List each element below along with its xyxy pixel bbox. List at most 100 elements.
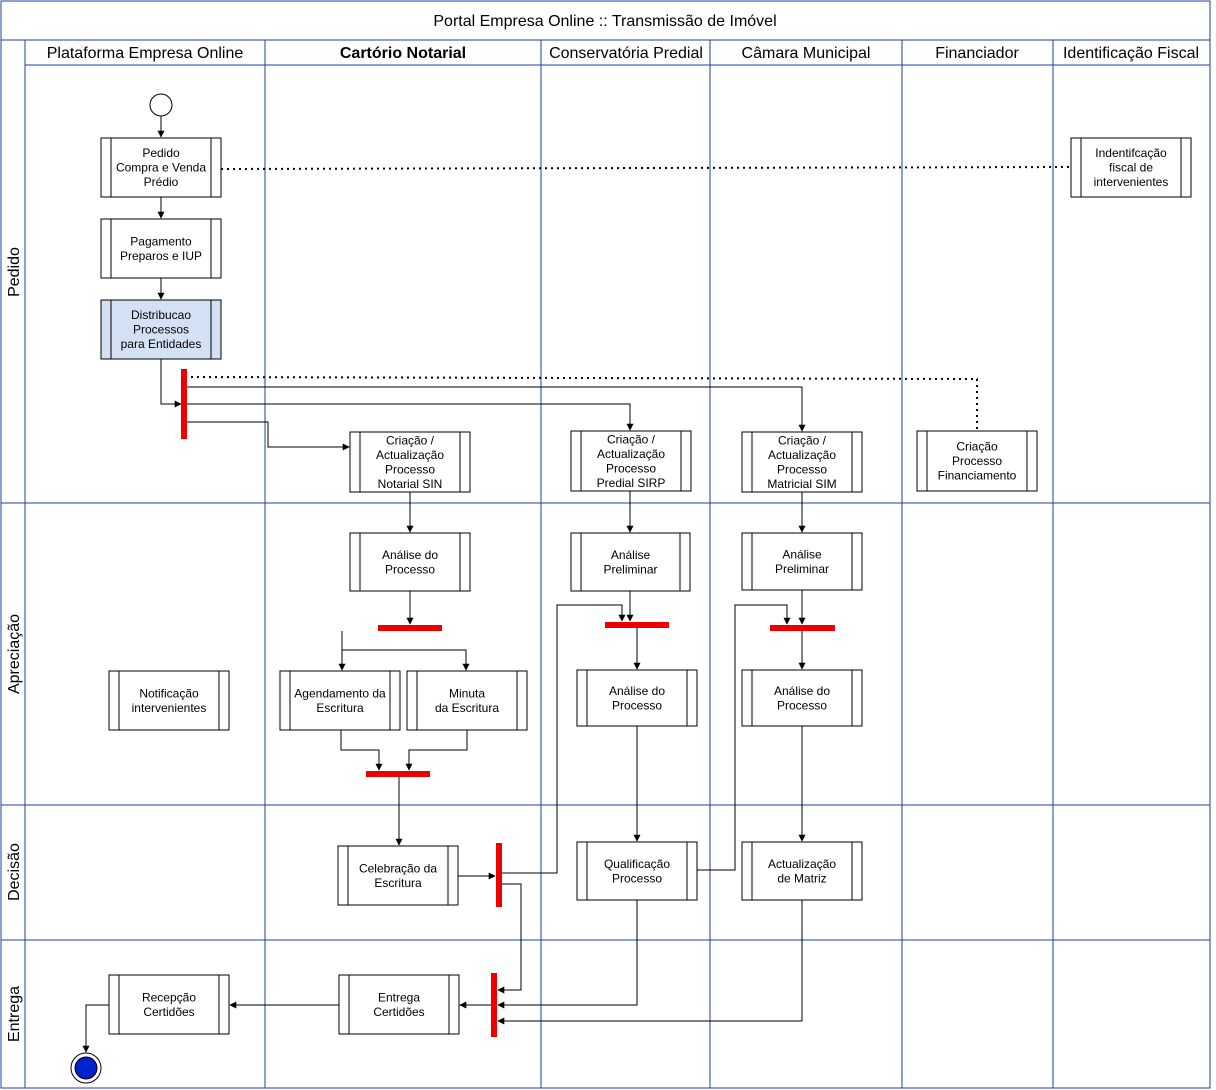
connector	[497, 900, 638, 1009]
activity-label-line: Processo	[777, 698, 827, 712]
activity-label-line: Qualificação	[604, 857, 670, 871]
connector	[497, 900, 803, 1025]
activity-label-line: Processos	[133, 323, 189, 337]
activity-label-line: Processo	[612, 698, 662, 712]
activity-label-line: Agendamento da	[294, 686, 386, 700]
diagram-title: Portal Empresa Online :: Transmissão de …	[433, 13, 776, 30]
activity-label-line: Escritura	[374, 876, 422, 890]
activity-label-line: fiscal de	[1109, 161, 1153, 175]
connector	[82, 1004, 109, 1053]
activity-label-line: Recepção	[142, 990, 196, 1004]
sync-bar	[605, 622, 669, 628]
activity-label-line: Preliminar	[603, 562, 657, 576]
dotted-associations	[184, 166, 1072, 430]
activity-label-line: Processo	[777, 462, 827, 476]
connector	[697, 604, 791, 871]
activity-label-line: Criação	[956, 440, 998, 454]
activity-label-line: Preparos e IUP	[120, 249, 202, 263]
lane-header-cartorio: Cartório Notarial	[340, 45, 466, 62]
activity-label-line: Criação /	[386, 433, 435, 447]
activity-label-line: para Entidades	[121, 337, 202, 351]
activity-label-line: Preliminar	[775, 562, 829, 576]
activity-label-line: Actualização	[376, 448, 444, 462]
activity-label-line: Análise do	[774, 684, 830, 698]
activity-label-line: Processo	[606, 461, 656, 475]
activity-label-line: Entrega	[378, 990, 420, 1004]
activity-label-line: Análise do	[609, 684, 665, 698]
lane-header-plataforma: Plataforma Empresa Online	[47, 45, 244, 62]
end-node	[70, 1052, 102, 1084]
connector	[340, 730, 383, 771]
activity-label-line: Actualização	[768, 448, 836, 462]
activity-label-line: Financiamento	[938, 469, 1017, 483]
activity-label-line: Processo	[385, 462, 435, 476]
activity-label-line: Processo	[612, 871, 662, 885]
activity-label-line: Certidões	[373, 1005, 424, 1019]
activity-label-line: Notificação	[139, 686, 199, 700]
sync-bar	[378, 625, 442, 631]
activity-label-line: Compra e Venda	[116, 161, 206, 175]
activity-label-line: Processo	[952, 454, 1002, 468]
activity-label-line: Escritura	[316, 701, 364, 715]
activity-label-line: Minuta	[449, 686, 485, 700]
lane-header-identificacao: Identificação Fiscal	[1063, 45, 1199, 62]
connector	[187, 386, 806, 432]
activity-label-line: Análise do	[382, 548, 438, 562]
phase-label-pedido: Pedido	[6, 247, 23, 297]
sync-bar	[181, 369, 187, 439]
activity-label-line: intervenientes	[132, 701, 207, 715]
activity-label-line: da Escritura	[435, 701, 499, 715]
connector	[187, 421, 350, 451]
phase-label-entrega: Entrega	[6, 986, 23, 1042]
activity-label-line: Matricial SIM	[767, 477, 836, 491]
activity-label-line: Análise	[611, 548, 651, 562]
lane-headers: Plataforma Empresa Online Cartório Notar…	[47, 45, 1199, 62]
connector	[187, 403, 634, 431]
activity-label-line: de Matriz	[777, 871, 826, 885]
activity-label-line: Pedido	[142, 146, 180, 160]
sync-bar	[496, 843, 502, 907]
activity-label-line: Certidões	[143, 1005, 194, 1019]
activity-label-line: Distribucao	[131, 308, 191, 322]
activity-label-line: Predial SIRP	[597, 476, 666, 490]
sync-bar	[770, 625, 835, 631]
connector	[502, 604, 626, 874]
lane-header-camara: Câmara Municipal	[742, 45, 871, 62]
start-node	[149, 93, 173, 117]
connector	[405, 730, 468, 771]
phase-label-decisao: Decisão	[6, 843, 23, 901]
activity-label-line: Processo	[385, 562, 435, 576]
connector	[497, 883, 522, 994]
activity-label-line: Análise	[782, 547, 822, 561]
activity-label-line: Pagamento	[130, 234, 192, 248]
connector	[160, 359, 182, 408]
connector	[341, 631, 470, 671]
sync-bar	[366, 771, 430, 777]
connectors	[82, 116, 806, 1053]
lane-header-financiador: Financiador	[935, 45, 1019, 62]
sync-bar	[491, 973, 497, 1037]
activity-label-line: Celebração da	[359, 861, 437, 875]
